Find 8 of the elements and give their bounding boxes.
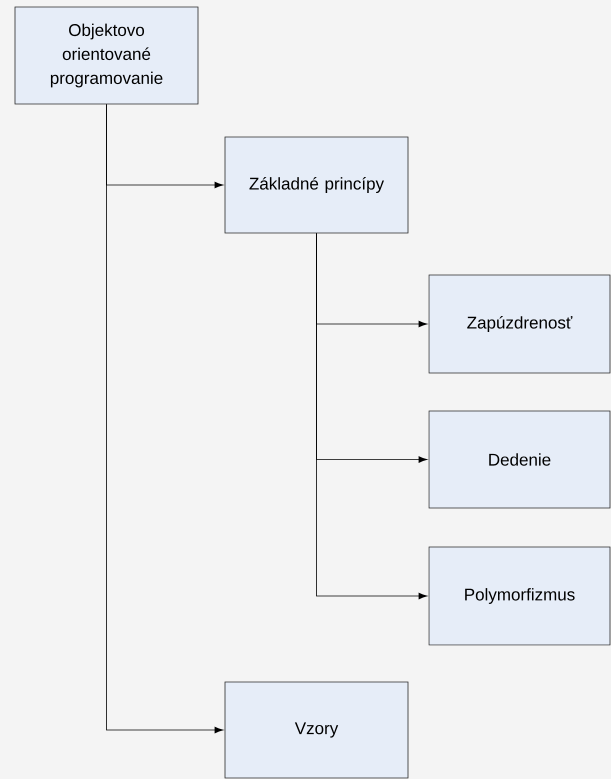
process-box: Vzory <box>224 682 408 778</box>
process-box: Objektovo orientované programovanie <box>14 6 198 104</box>
process-box: Dedenie <box>428 410 610 508</box>
arrow <box>316 233 428 600</box>
arrow <box>106 104 224 734</box>
process-box: Polymorfizmus <box>428 546 610 646</box>
process-box: Zapúzdrenosť <box>428 274 610 374</box>
process-box: Základné princípy <box>224 136 408 234</box>
